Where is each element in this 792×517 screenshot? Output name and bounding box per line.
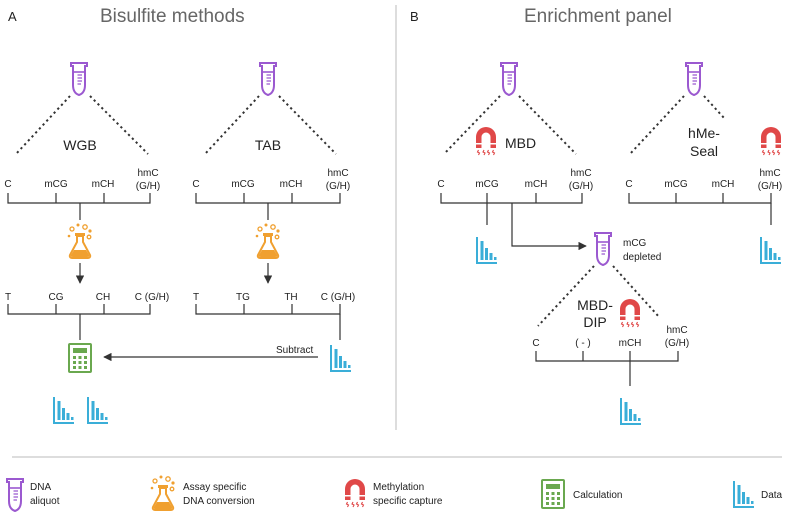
mbddip-label-mch: mCH	[619, 338, 642, 349]
tab-converted-t: T	[193, 292, 199, 303]
wgb-label-gh: (G/H)	[136, 181, 160, 192]
tab-dna-tube-icon	[259, 62, 277, 96]
legend-flask-icon	[149, 474, 176, 511]
legend-capture-line2: specific capture	[373, 496, 443, 507]
mbddip-label-line2: DIP	[583, 314, 606, 330]
wgb-dash-left	[15, 95, 71, 155]
depleted-label-line2: depleted	[623, 252, 661, 263]
hmeseal-label-line2: Seal	[690, 143, 718, 159]
hmeseal-dna-tube-icon	[685, 62, 703, 96]
wgb-conversion-flask-icon	[66, 222, 93, 259]
tab-dash-right	[278, 95, 337, 155]
panel-a-letter: A	[8, 9, 17, 24]
mbd-label-mch: mCH	[525, 179, 548, 190]
mbd-flowthrough-arrow	[511, 203, 587, 251]
mbddip-label-hmc: hmC	[666, 325, 687, 336]
panel-a-title: Bisulfite methods	[100, 6, 245, 27]
depleted-label-line1: mCG	[623, 238, 647, 249]
hmeseal-label-hmc: hmC	[759, 168, 780, 179]
wgb-sequence-track	[7, 193, 151, 204]
hmeseal-label-gh: (G/H)	[758, 181, 782, 192]
mbddip-label-minus: ( - )	[575, 338, 591, 349]
wgb-converted-ch: CH	[96, 292, 110, 303]
legend-data-icon	[733, 480, 755, 508]
wgb-converted-t: T	[5, 292, 11, 303]
tab-converted-cgh: C (G/H)	[321, 292, 355, 303]
tab-label-c: C	[192, 179, 199, 190]
hmeseal-dash-right	[703, 95, 725, 119]
legend-data: Data	[761, 490, 783, 501]
wgb-label-hmc: hmC	[137, 168, 158, 179]
wgb-label-mcg: mCG	[44, 179, 68, 190]
mbddip-label-c: C	[532, 338, 539, 349]
mbd-capture-magnet-icon	[475, 126, 497, 156]
mbddip-label-line1: MBD-	[577, 297, 613, 313]
legend-calculator-icon	[541, 479, 565, 509]
mbd-label-mcg: mCG	[475, 179, 499, 190]
mbd-data-icon	[476, 236, 498, 264]
calculation-icon	[68, 343, 92, 373]
mbddip-sequence-track	[535, 351, 679, 362]
wgb-dash-right	[89, 95, 149, 155]
mbd-sequence-track	[440, 193, 583, 204]
hmeseal-dash-left	[629, 95, 685, 155]
panel-b-letter: B	[410, 9, 419, 24]
mbd-label-c: C	[437, 179, 444, 190]
wgb-converted-track	[7, 304, 151, 315]
mbd-label: MBD	[505, 135, 536, 151]
hmeseal-label-mch: mCH	[712, 179, 735, 190]
legend-dna-tube-icon	[6, 478, 24, 512]
wgb-converted-cgh: C (G/H)	[135, 292, 169, 303]
wgb-result-data-icon-2	[87, 396, 109, 424]
wgb-label-mch: mCH	[92, 179, 115, 190]
tab-converted-tg: TG	[236, 292, 250, 303]
tab-data-icon	[330, 344, 352, 372]
mbddip-dash-right	[612, 265, 661, 319]
tab-label: TAB	[255, 137, 281, 153]
tab-label-mch: mCH	[280, 179, 303, 190]
mbd-label-gh: (G/H)	[569, 181, 593, 192]
legend-dna-line2: aliquot	[30, 496, 60, 507]
hmeseal-label-mcg: mCG	[664, 179, 688, 190]
wgb-converted-cg: CG	[49, 292, 64, 303]
tab-label-mcg: mCG	[231, 179, 255, 190]
legend-dna-line1: DNA	[30, 482, 51, 493]
mbddip-data-icon	[620, 397, 642, 425]
depleted-dna-tube-icon	[594, 232, 612, 266]
wgb-dna-tube-icon	[70, 62, 88, 96]
hmeseal-data-icon	[760, 236, 782, 264]
mbd-dna-tube-icon	[500, 62, 518, 96]
wgb-label: WGB	[63, 137, 96, 153]
wgb-label-c: C	[4, 179, 11, 190]
hmeseal-capture-magnet-icon	[760, 126, 782, 156]
tab-converted-track	[195, 304, 341, 315]
legend-conversion-line1: Assay specific	[183, 482, 246, 493]
wgb-result-data-icon-1	[53, 396, 75, 424]
tab-dash-left	[204, 95, 260, 155]
hmeseal-sequence-track	[628, 193, 772, 204]
tab-label-gh: (G/H)	[326, 181, 350, 192]
legend-conversion-line2: DNA conversion	[183, 496, 255, 507]
mbddip-capture-magnet-icon	[619, 298, 641, 328]
tab-conversion-flask-icon	[254, 222, 281, 259]
hmeseal-label-c: C	[625, 179, 632, 190]
subtract-label: Subtract	[276, 345, 313, 356]
hmeseal-label-line1: hMe-	[688, 125, 720, 141]
legend-capture-line1: Methylation	[373, 482, 424, 493]
legend-calculation: Calculation	[573, 490, 622, 501]
panel-b-title: Enrichment panel	[524, 6, 672, 27]
tab-label-hmc: hmC	[327, 168, 348, 179]
mbd-label-hmc: hmC	[570, 168, 591, 179]
tab-sequence-track	[195, 193, 341, 204]
mbddip-label-gh: (G/H)	[665, 338, 689, 349]
legend-magnet-icon	[344, 478, 366, 508]
tab-converted-th: TH	[284, 292, 297, 303]
